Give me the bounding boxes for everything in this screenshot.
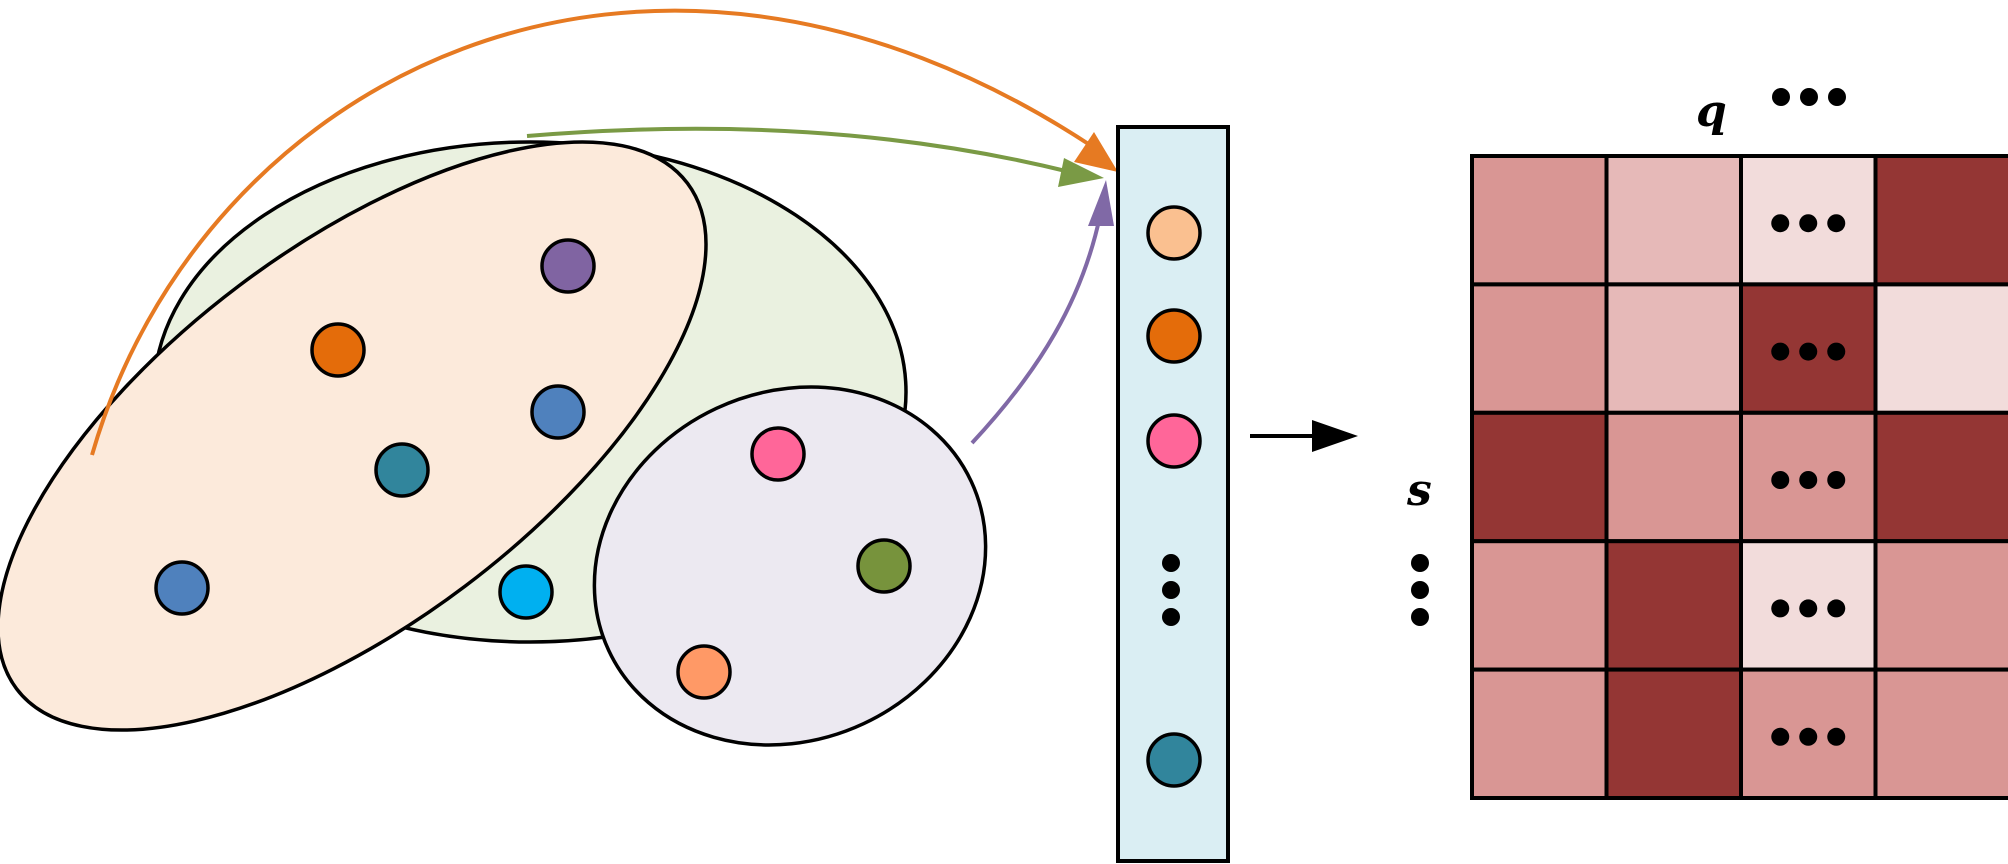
node-purple xyxy=(540,238,596,294)
heatmap-cell-r0-c1 xyxy=(1604,154,1743,287)
orange-arrow xyxy=(90,8,1092,456)
heatmap-matrix: q s xyxy=(1406,86,2008,800)
heatmap-cell-r4-c3 xyxy=(1873,667,2008,800)
purple-arrow-head xyxy=(1088,180,1114,226)
heatmap-cell-r1-c3 xyxy=(1873,282,2008,415)
green-arrow-head xyxy=(1058,158,1104,187)
purple-arrow xyxy=(970,215,1102,445)
row-axis-label: s xyxy=(1406,465,1432,516)
cell-ellipsis-icon xyxy=(1771,342,1846,361)
connection-arrows xyxy=(90,8,1118,456)
heatmap-cell-r0-c3 xyxy=(1873,154,2008,287)
node-cyan xyxy=(498,564,554,620)
vector-node-orange xyxy=(1146,308,1202,364)
node-salmon xyxy=(676,644,732,700)
cell-ellipsis-icon xyxy=(1771,727,1846,746)
row-ellipsis-icon xyxy=(1411,554,1429,626)
heatmap-cell-r1-c1 xyxy=(1604,282,1743,415)
heatmap-cell-r2-c1 xyxy=(1604,410,1743,544)
groups-layer xyxy=(0,140,988,747)
column-ellipsis-icon xyxy=(1772,88,1846,106)
heatmap-cell-r4-c0 xyxy=(1470,667,1609,800)
vector-node-teal xyxy=(1146,732,1202,788)
orange-arrow-head xyxy=(1074,132,1118,172)
cell-ellipsis-icon xyxy=(1771,214,1846,233)
node-green xyxy=(856,538,912,594)
heatmap-cells xyxy=(1470,154,2008,800)
column-axis-label: q xyxy=(1696,86,1727,137)
node-orange xyxy=(310,322,366,378)
heatmap-cell-r1-c0 xyxy=(1470,282,1609,415)
node-pink xyxy=(750,426,806,482)
cell-ellipsis-icon xyxy=(1771,471,1846,489)
heatmap-cell-r3-c0 xyxy=(1470,539,1609,672)
vector-node-pink xyxy=(1146,413,1202,469)
cell-ellipsis-icon xyxy=(1771,599,1846,618)
heatmap-cell-r2-c0 xyxy=(1470,410,1609,544)
feature-vector xyxy=(1116,125,1230,863)
node-blue-left xyxy=(154,560,210,616)
node-blue-right xyxy=(530,384,586,440)
feature-vector-nodes xyxy=(1146,205,1202,788)
heatmap-cell-r3-c1 xyxy=(1604,539,1743,672)
left-nodes xyxy=(154,238,912,700)
transform-arrow xyxy=(1250,420,1358,452)
heatmap-cell-r4-c1 xyxy=(1604,667,1743,800)
green-arrow xyxy=(526,126,1071,174)
heatmap-cell-r3-c3 xyxy=(1873,539,2008,672)
heatmap-cell-r2-c3 xyxy=(1873,410,2008,544)
vector-node-peach xyxy=(1146,205,1202,261)
node-teal xyxy=(374,442,430,498)
vector-ellipsis-icon xyxy=(1162,554,1180,626)
transform-arrow-head xyxy=(1312,420,1358,452)
heatmap-cell-r0-c0 xyxy=(1470,154,1609,287)
